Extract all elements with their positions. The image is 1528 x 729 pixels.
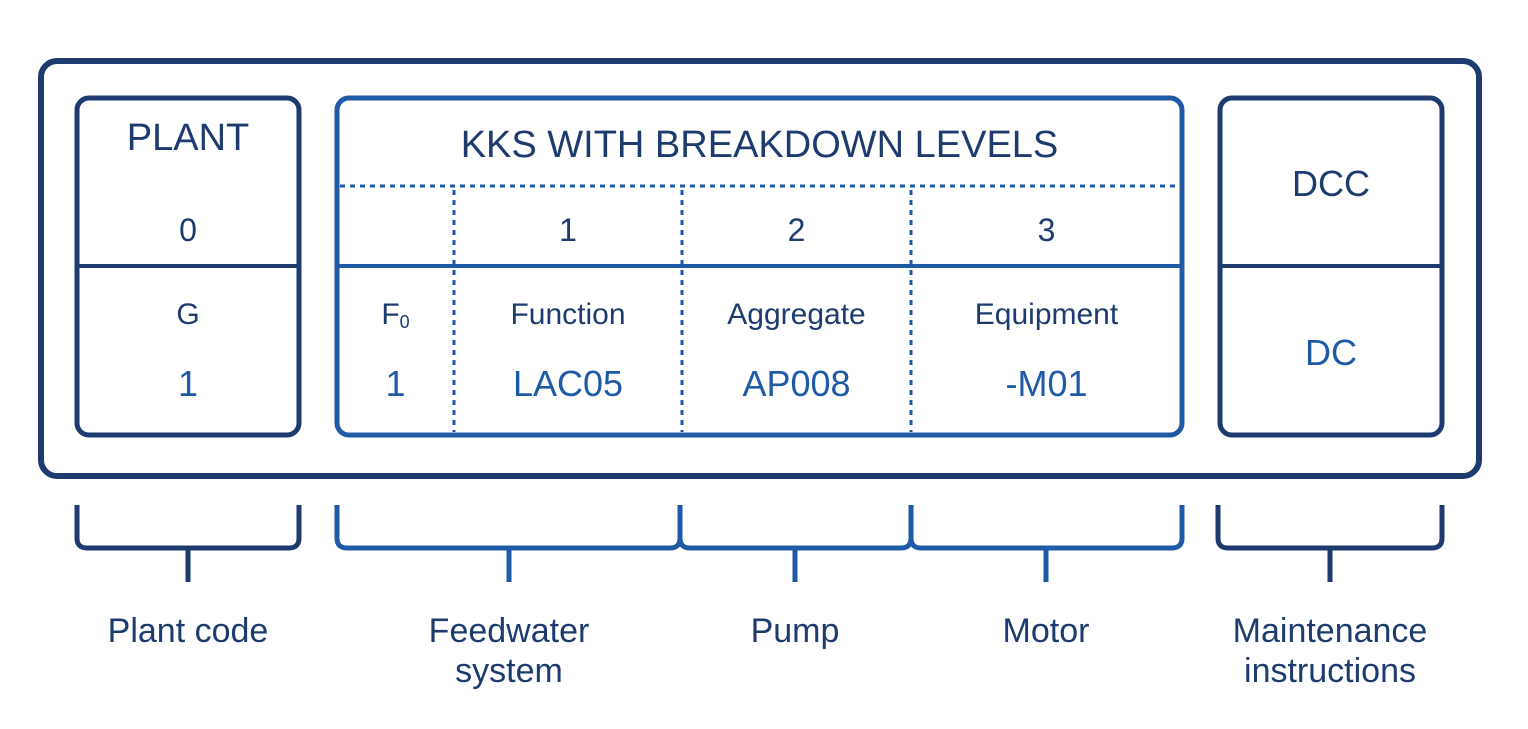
kks-col-f0-label: F0 xyxy=(337,298,454,332)
caption-maintenance-line2: instructions xyxy=(1244,652,1416,690)
bracket-maintenance xyxy=(1215,505,1445,582)
kks-col-equipment-value: -M01 xyxy=(1005,363,1088,404)
plant-header: PLANT xyxy=(126,117,250,159)
kks-col-f0-letter: F xyxy=(381,298,400,331)
kks-col-function-value: LAC05 xyxy=(512,363,624,404)
kks-header: KKS WITH BREAKDOWN LEVELS xyxy=(460,124,1059,166)
plant-code-label: G xyxy=(176,298,200,331)
kks-col-aggregate-value: AP008 xyxy=(742,363,851,404)
outer-frame xyxy=(38,58,1482,479)
dcc-bottom-label: DC xyxy=(1305,332,1357,373)
bracket-pump xyxy=(677,505,914,582)
caption-feedwater-line2: system xyxy=(455,652,563,690)
kks-col-f0-subscript: 0 xyxy=(399,312,410,332)
kks-col-function-label: Function xyxy=(510,298,626,331)
bracket-feedwater xyxy=(334,505,683,582)
kks-level-2: 2 xyxy=(787,212,806,248)
caption-maintenance-line1: Maintenance xyxy=(1232,612,1428,650)
caption-feedwater-line1: Feedwater xyxy=(428,612,590,650)
plant-code-value: 1 xyxy=(177,363,199,404)
kks-level-3: 3 xyxy=(1037,212,1056,248)
kks-col-f0-value: 1 xyxy=(385,363,406,404)
bracket-plant xyxy=(74,505,302,582)
kks-level-1: 1 xyxy=(559,212,577,248)
caption-pump: Pump xyxy=(750,612,840,650)
bracket-motor xyxy=(908,505,1185,582)
kks-col-aggregate-label: Aggregate xyxy=(727,298,866,331)
plant-level: 0 xyxy=(179,212,197,248)
caption-motor: Motor xyxy=(1002,612,1090,650)
caption-plant-code: Plant code xyxy=(107,612,269,650)
dcc-top-label: DCC xyxy=(1292,163,1370,204)
kks-col-equipment-label: Equipment xyxy=(974,298,1119,331)
